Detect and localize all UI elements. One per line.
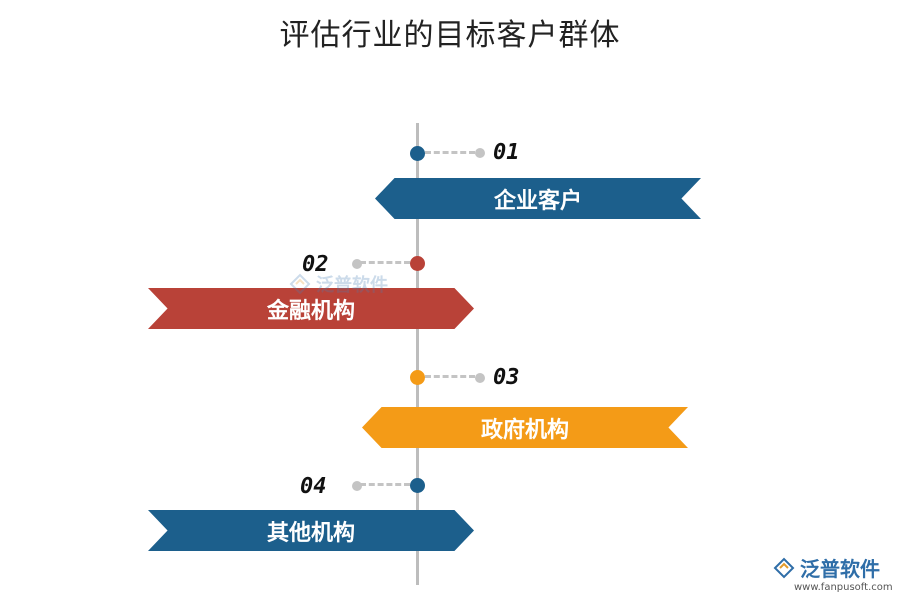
connector-dash-03 (425, 375, 475, 378)
connector-dash-01 (425, 151, 475, 154)
connector-dash-02 (360, 261, 410, 264)
step-number-01: 01 (493, 140, 520, 165)
connector-end-dot-04 (352, 481, 362, 491)
watermark-text: 泛普软件 (316, 275, 388, 296)
fanpu-logo-icon (773, 557, 795, 578)
step-number-03: 03 (493, 365, 520, 390)
timeline-dot-01 (410, 146, 425, 161)
brand-name: 泛普软件 (800, 557, 880, 581)
connector-end-dot-02 (352, 259, 362, 269)
timeline-dot-04 (410, 478, 425, 493)
connector-end-dot-03 (475, 373, 485, 383)
connector-dash-04 (360, 483, 410, 486)
brand-logo: 泛普软件 www.fanpusoft.com (772, 553, 896, 598)
ribbon-label-04: 其他机构 (266, 519, 355, 546)
ribbon-01: 企业客户 (375, 178, 701, 219)
fanpu-logo-icon (289, 273, 311, 295)
ribbon-label-02: 金融机构 (266, 297, 355, 324)
ribbon-04: 其他机构 (148, 510, 474, 551)
timeline-dot-02 (410, 256, 425, 271)
timeline-axis (416, 123, 419, 585)
timeline-dot-03 (410, 370, 425, 385)
connector-end-dot-01 (475, 148, 485, 158)
step-number-04: 04 (300, 474, 327, 499)
ribbon-02: 金融机构 (148, 288, 474, 329)
ribbon-label-01: 企业客户 (493, 187, 582, 214)
brand-url: www.fanpusoft.com (794, 582, 893, 593)
ribbon-03: 政府机构 (362, 407, 688, 448)
page-title: 评估行业的目标客户群体 (279, 18, 621, 53)
ribbon-label-03: 政府机构 (480, 416, 569, 443)
watermark: 泛普软件 (288, 270, 428, 298)
step-number-02: 02 (302, 252, 329, 277)
